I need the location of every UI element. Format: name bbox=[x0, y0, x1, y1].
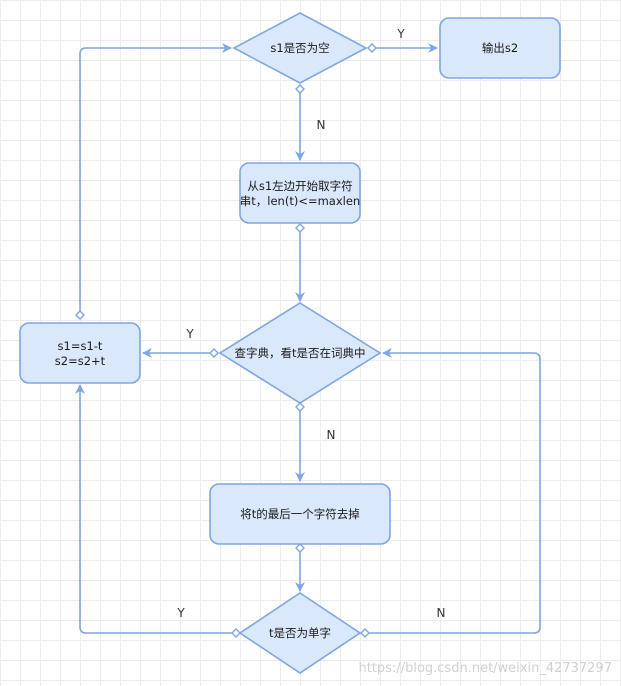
edge-label-d3-no: N bbox=[437, 606, 446, 620]
port-remove-bottom bbox=[295, 543, 305, 553]
process-update-label-line1: s1=s1-t bbox=[58, 339, 103, 353]
decision-single-char[interactable] bbox=[238, 592, 362, 674]
watermark-text: https://blog.csdn.net/weixin_42737297 bbox=[358, 661, 612, 676]
edge-d3-to-d2 bbox=[365, 348, 541, 634]
edge-label-d1-no: N bbox=[317, 118, 326, 132]
decision-single-char-label: t是否为单字 bbox=[269, 626, 331, 640]
process-output-s2[interactable] bbox=[439, 17, 561, 79]
port-d1-bottom bbox=[295, 84, 305, 94]
process-take-substring[interactable] bbox=[239, 162, 361, 224]
process-take-substring-label-line1: 从s1左边开始取字符 bbox=[247, 179, 352, 193]
port-d2-left bbox=[209, 348, 219, 358]
process-update-label-line2: s2=s2+t bbox=[55, 354, 106, 368]
process-output-s2-label: 输出s2 bbox=[482, 41, 518, 55]
process-remove-last-char[interactable] bbox=[209, 483, 391, 545]
port-d3-right bbox=[360, 628, 370, 638]
port-d2-bottom bbox=[295, 402, 305, 412]
edge-label-d3-yes: Y bbox=[176, 606, 185, 620]
process-take-substring-label-line2: 串t，len(t)<=maxlen bbox=[240, 194, 360, 208]
port-update-top bbox=[75, 310, 85, 320]
port-d1-right bbox=[367, 43, 377, 53]
process-update-s1-s2[interactable] bbox=[19, 322, 141, 384]
port-take-bottom bbox=[295, 223, 305, 233]
edge-d3-to-update bbox=[75, 384, 236, 634]
decision-s1-empty-label: s1是否为空 bbox=[270, 41, 329, 55]
decision-s1-empty[interactable] bbox=[232, 12, 368, 84]
edge-update-to-d1 bbox=[79, 43, 232, 315]
process-remove-last-char-label: 将t的最后一个字符去掉 bbox=[240, 507, 360, 521]
edge-label-d1-yes: Y bbox=[396, 27, 405, 41]
decision-in-dictionary-label: 查字典，看t是否在词典中 bbox=[234, 346, 365, 360]
decision-in-dictionary[interactable] bbox=[218, 302, 382, 404]
edge-label-d2-yes: Y bbox=[185, 327, 194, 341]
edge-label-d2-no: N bbox=[327, 428, 336, 442]
